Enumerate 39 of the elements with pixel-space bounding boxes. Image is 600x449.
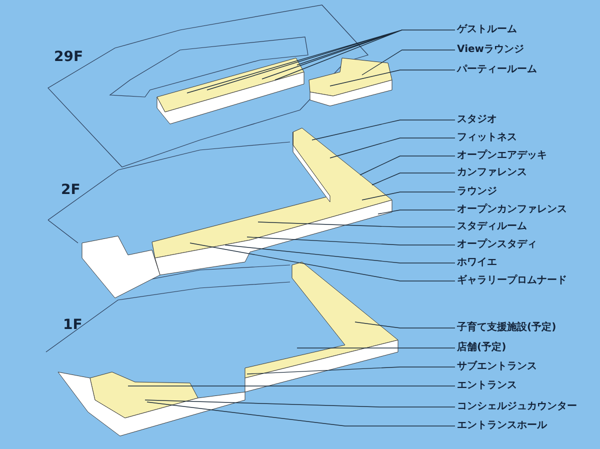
leader-line <box>190 242 456 282</box>
leader-line <box>312 120 456 140</box>
leader-line <box>330 138 456 158</box>
room-label: サブエントランス <box>457 361 537 373</box>
leader-line <box>258 222 456 228</box>
leader-line <box>146 402 456 426</box>
room-label: スタジオ <box>457 114 497 126</box>
leader-line <box>224 244 456 264</box>
room-label: 子育て支援施設(予定) <box>457 322 556 334</box>
leader-line <box>362 50 456 76</box>
room-label: ギャラリープロムナード <box>457 275 567 287</box>
leader-line <box>378 210 456 214</box>
room-label: フィットネス <box>457 132 517 144</box>
room-label: パーティールーム <box>457 64 537 76</box>
room-label: 店舗(予定) <box>457 342 506 354</box>
room-label: オープンカンファレンス <box>457 204 567 216</box>
room-label: カンファレンス <box>457 167 527 179</box>
room-label: ゲストルーム <box>457 24 517 36</box>
leader-line <box>330 70 456 86</box>
leader-line <box>186 30 456 94</box>
leader-line <box>246 366 456 374</box>
leader-line <box>362 192 456 200</box>
floor-label: 1F <box>63 318 82 332</box>
room-label: エントランス <box>457 380 517 392</box>
room-label: Viewラウンジ <box>457 44 524 56</box>
leader-line <box>144 400 456 408</box>
room-label: ラウンジ <box>457 186 497 198</box>
room-label: コンシェルジュカウンター <box>457 401 577 413</box>
room-label: オープンスタディ <box>457 239 537 251</box>
leader-line <box>354 322 456 328</box>
leader-line <box>372 172 456 186</box>
room-label: エントランスホール <box>457 420 547 432</box>
room-label: スタディルーム <box>457 221 527 233</box>
floor-label: 29F <box>54 50 84 64</box>
floor-label: 2F <box>61 183 80 197</box>
room-label: ホワイエ <box>457 257 497 269</box>
leader-line <box>246 236 456 246</box>
leader-line <box>360 156 456 176</box>
room-label: オープンエアデッキ <box>457 150 547 162</box>
